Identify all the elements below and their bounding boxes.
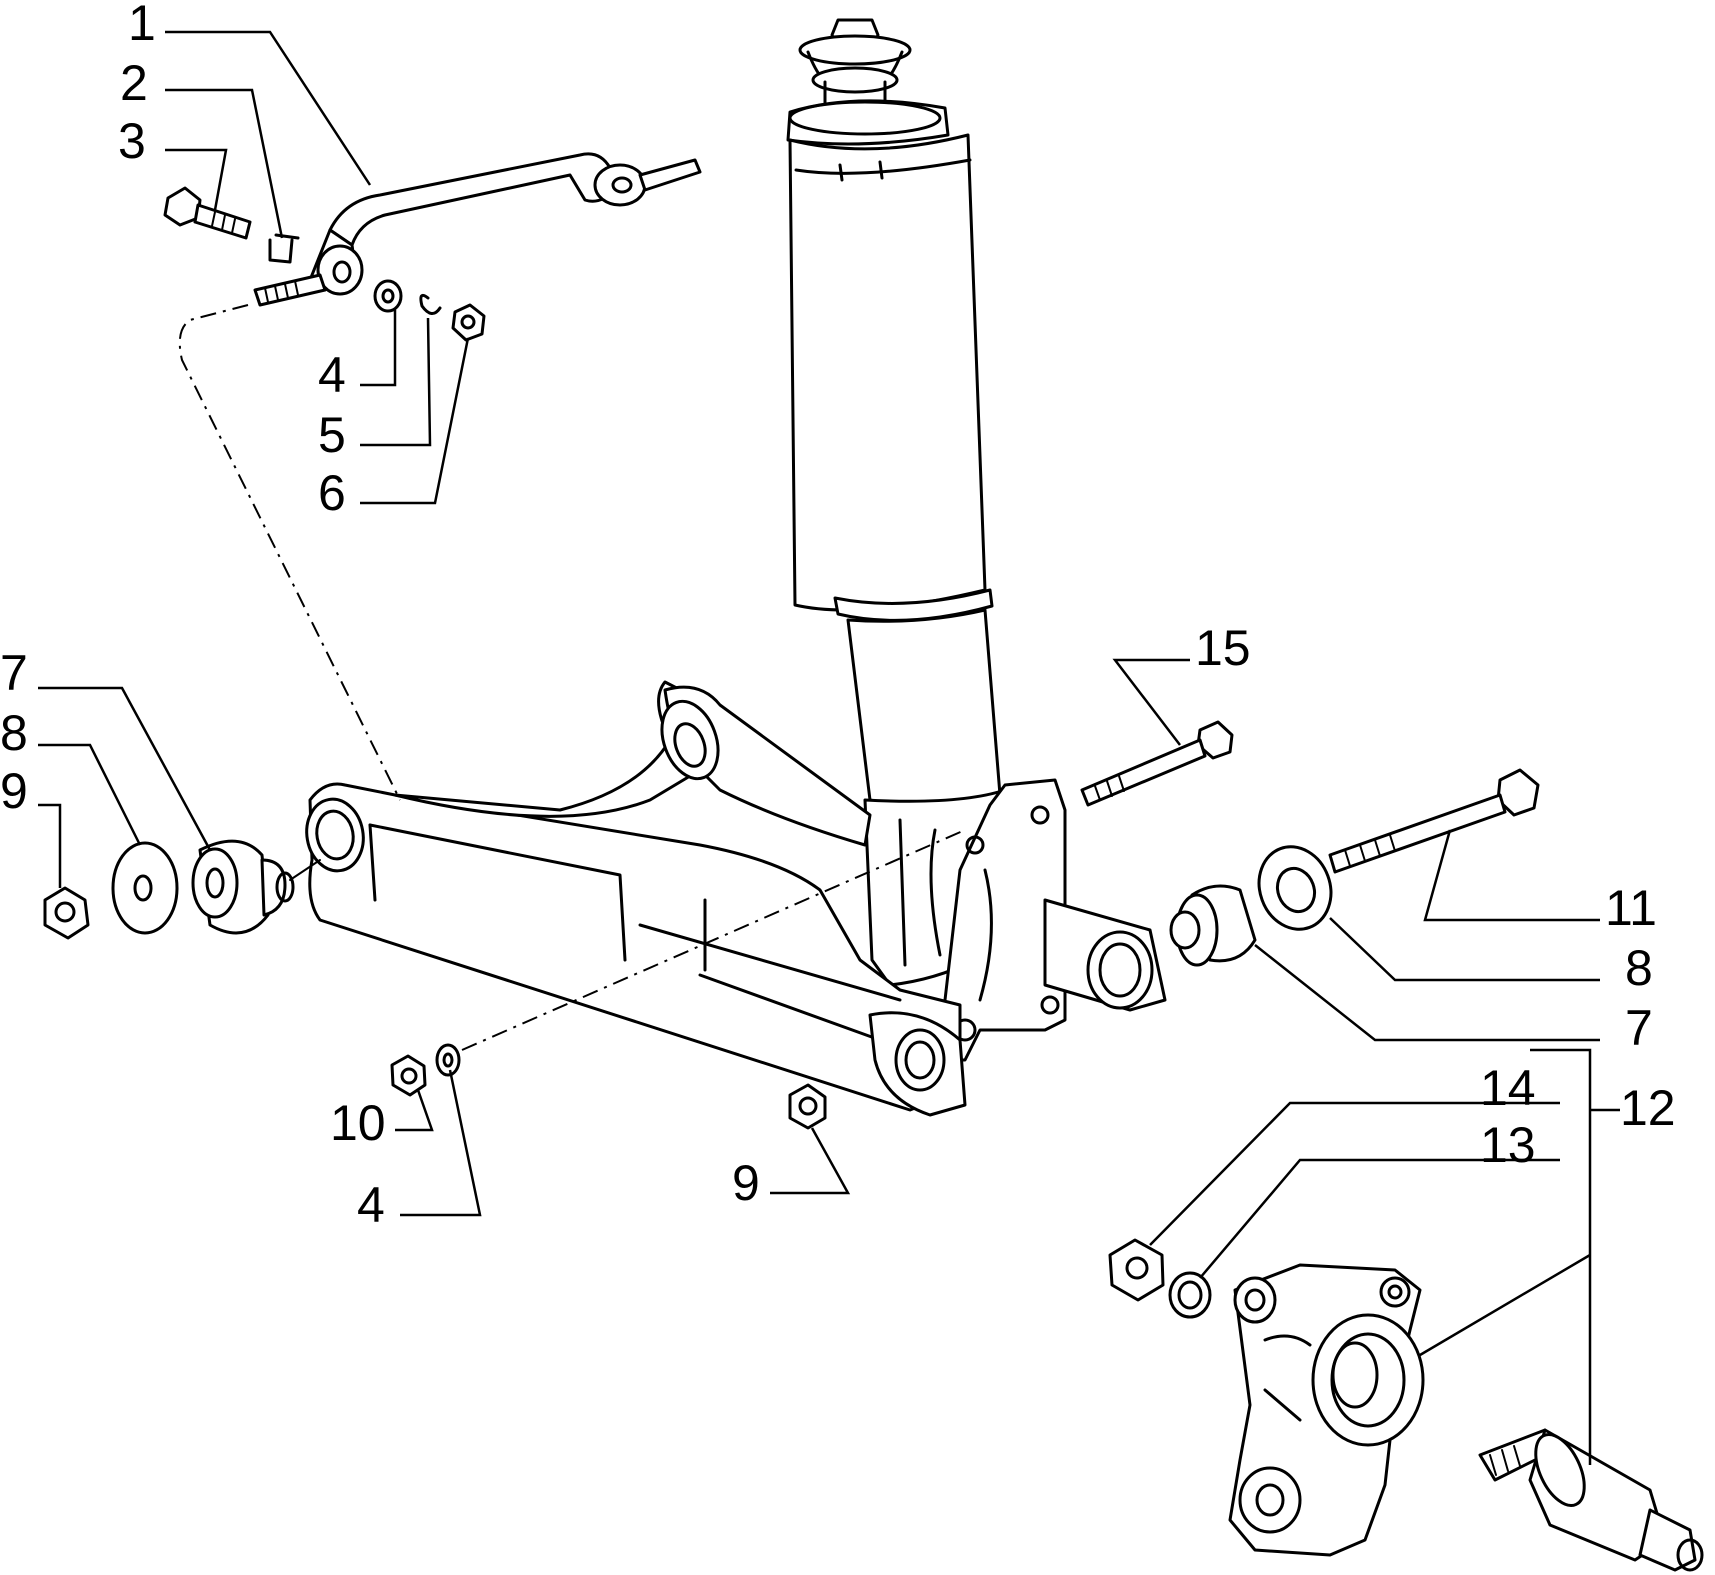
callout-13: 13 <box>1480 1117 1536 1173</box>
callout-12: 12 <box>1620 1080 1676 1136</box>
callout-9-left: 9 <box>0 763 28 819</box>
control-arm <box>305 680 1167 1117</box>
callout-4-lower: 4 <box>357 1177 385 1233</box>
callout-7-left: 7 <box>0 645 28 701</box>
hub-washer-part-13 <box>1168 1271 1212 1319</box>
pivot-bolt-part-11 <box>1328 768 1540 874</box>
callout-15: 15 <box>1195 620 1251 676</box>
callout-11: 11 <box>1605 880 1657 936</box>
callout-10: 10 <box>330 1095 386 1151</box>
left-bushing-stack <box>43 839 295 940</box>
clip-part-2 <box>268 233 300 264</box>
callout-8-right: 8 <box>1625 940 1653 996</box>
top-small-parts <box>373 279 486 342</box>
callout-1: 1 <box>128 0 156 51</box>
callout-4-upper: 4 <box>318 347 346 403</box>
ball-joint <box>1478 1428 1704 1572</box>
right-bushing-stack <box>1169 845 1333 967</box>
callout-8-left: 8 <box>0 705 28 761</box>
callout-7-right: 7 <box>1625 1000 1653 1056</box>
strut-flange <box>928 778 1067 1062</box>
bolt-part-3 <box>163 186 252 240</box>
lower-small-parts <box>390 1043 461 1097</box>
callout-labels: 1 2 3 4 5 6 7 8 9 15 11 8 7 14 12 13 10 … <box>0 0 1676 1233</box>
hub-nut-part-14 <box>1108 1238 1165 1302</box>
callout-3: 3 <box>118 113 146 169</box>
strut-bolt-part-15 <box>1080 720 1234 807</box>
stabilizer-link <box>253 152 702 307</box>
knuckle <box>1228 1263 1425 1557</box>
callout-14: 14 <box>1480 1060 1536 1116</box>
callout-6: 6 <box>318 465 346 521</box>
shock-absorber <box>786 18 1007 987</box>
callout-9-lower: 9 <box>732 1155 760 1211</box>
leader-lines <box>38 30 1620 1465</box>
callout-2: 2 <box>120 55 148 111</box>
nut-part-9-lower <box>788 1083 827 1130</box>
callout-5: 5 <box>318 407 346 463</box>
